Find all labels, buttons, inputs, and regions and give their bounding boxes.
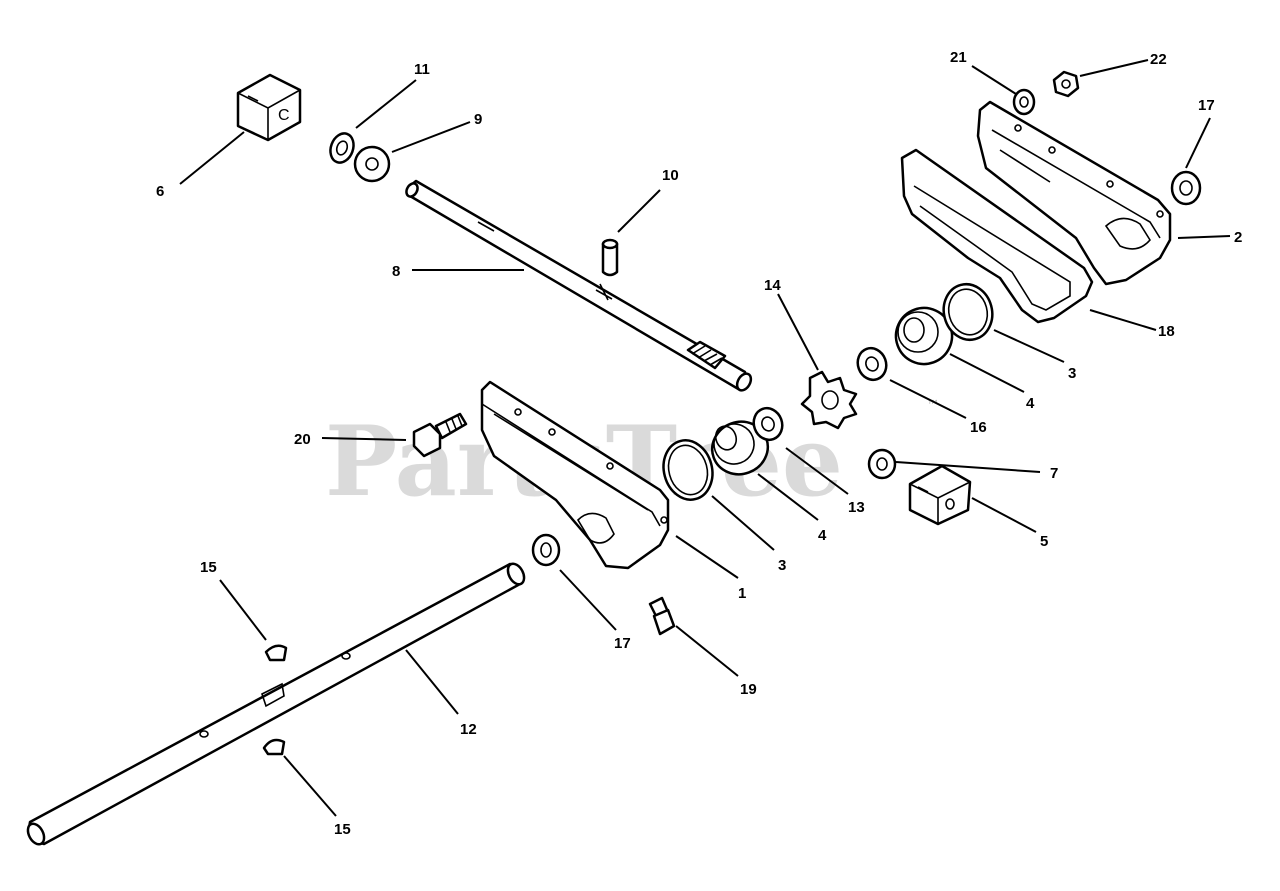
callout-2: 2 <box>1234 229 1242 246</box>
callout-3b: 3 <box>1068 365 1076 382</box>
part-3-oring-left[interactable] <box>657 435 719 505</box>
part-6-block[interactable]: C <box>236 73 302 142</box>
callout-13: 13 <box>848 499 865 516</box>
callout-7: 7 <box>1050 465 1058 482</box>
callout-11: 11 <box>414 61 430 78</box>
part-18-gasket[interactable] <box>900 148 1094 324</box>
part-10-pin[interactable] <box>601 238 619 277</box>
part-15-key-lower[interactable] <box>262 738 286 756</box>
part-3-oring-right[interactable] <box>938 279 999 346</box>
svg-text:C: C <box>278 107 290 124</box>
leader-lines <box>179 59 1231 817</box>
part-9-washer[interactable] <box>353 145 391 183</box>
callout-1: 1 <box>738 585 746 602</box>
callout-22: 22 <box>1150 51 1167 68</box>
callout-4b: 4 <box>1026 395 1035 412</box>
callout-6: 6 <box>156 183 164 200</box>
part-22-nut[interactable] <box>1052 70 1080 98</box>
part-1-housing[interactable] <box>480 380 670 570</box>
callout-19: 19 <box>740 681 757 698</box>
callout-3a: 3 <box>778 557 786 574</box>
part-5-block[interactable] <box>908 464 972 526</box>
callout-4a: 4 <box>818 527 827 544</box>
callout-18: 18 <box>1158 323 1175 340</box>
part-16-washer[interactable] <box>853 344 890 384</box>
part-7-washer[interactable] <box>867 448 897 480</box>
callout-labels: 1 2 3 3 4 4 5 6 7 8 9 10 11 12 13 14 15 … <box>156 49 1242 838</box>
callout-10: 10 <box>662 167 679 184</box>
part-11-washer[interactable] <box>327 130 358 166</box>
part-13-washer[interactable] <box>749 404 786 444</box>
callout-9: 9 <box>474 111 482 128</box>
part-15-key-upper[interactable] <box>264 644 288 662</box>
callout-21: 21 <box>950 49 967 66</box>
part-17-washer-right[interactable] <box>1170 170 1202 206</box>
part-4-bearing-left[interactable] <box>705 414 775 482</box>
callout-17b: 17 <box>1198 97 1215 114</box>
part-2-housing[interactable] <box>976 100 1172 286</box>
callout-5: 5 <box>1040 533 1048 550</box>
part-20-bolt[interactable] <box>412 412 468 458</box>
callout-16: 16 <box>970 419 987 436</box>
part-17-washer-left[interactable] <box>531 533 561 567</box>
callout-20: 20 <box>294 431 311 448</box>
part-8-shaft[interactable] <box>404 179 754 393</box>
callout-15a: 15 <box>200 559 217 576</box>
callout-12: 12 <box>460 721 477 738</box>
callout-14: 14 <box>764 277 781 294</box>
callout-8: 8 <box>392 263 400 280</box>
callout-17a: 17 <box>614 635 631 652</box>
part-12-shaft[interactable] <box>25 561 528 847</box>
part-4-bearing-right[interactable] <box>888 300 960 372</box>
callout-15b: 15 <box>334 821 351 838</box>
part-19-grease-fitting[interactable] <box>648 596 676 636</box>
watermark-trademark: ™ <box>926 398 940 414</box>
part-14-sprocket[interactable] <box>800 370 858 430</box>
part-21-lockwasher[interactable] <box>1012 88 1036 116</box>
